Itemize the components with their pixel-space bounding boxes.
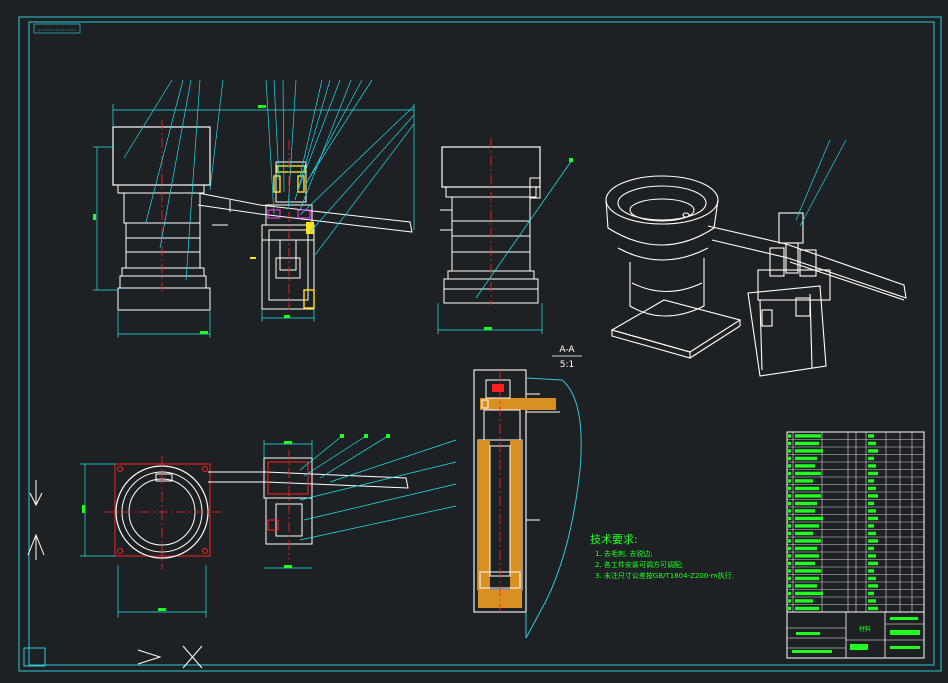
section-a-a-label: A-A	[559, 345, 575, 355]
corner-tag	[33, 23, 81, 34]
isometric-view	[605, 175, 907, 377]
front-view	[93, 79, 415, 338]
title-material-label: 材料	[859, 625, 871, 633]
side-view	[437, 138, 573, 334]
note-item-2: 2. 各工件安装可调方可调配;	[595, 560, 683, 569]
isometric-leaders	[795, 139, 847, 227]
section-scale-label: 5:1	[560, 360, 574, 370]
orientation-markers	[23, 480, 203, 669]
title-block: 材料	[786, 611, 925, 659]
note-item-3: 3. 未注尺寸公差按GB/T1804-Z200-m执行.	[595, 571, 734, 580]
inner-frame	[28, 21, 935, 666]
technical-notes: 技术要求: 1. 去毛刺, 去锐边; 2. 各工件安装可调方可调配; 3. 未注…	[590, 533, 734, 580]
parts-list	[786, 431, 925, 613]
top-view	[80, 434, 457, 618]
section-view	[473, 369, 582, 639]
section-label: A-A 5:1	[552, 345, 582, 370]
note-item-1: 1. 去毛刺, 去锐边;	[595, 549, 653, 558]
outer-frame	[18, 16, 942, 672]
notes-heading: 技术要求:	[590, 533, 638, 546]
